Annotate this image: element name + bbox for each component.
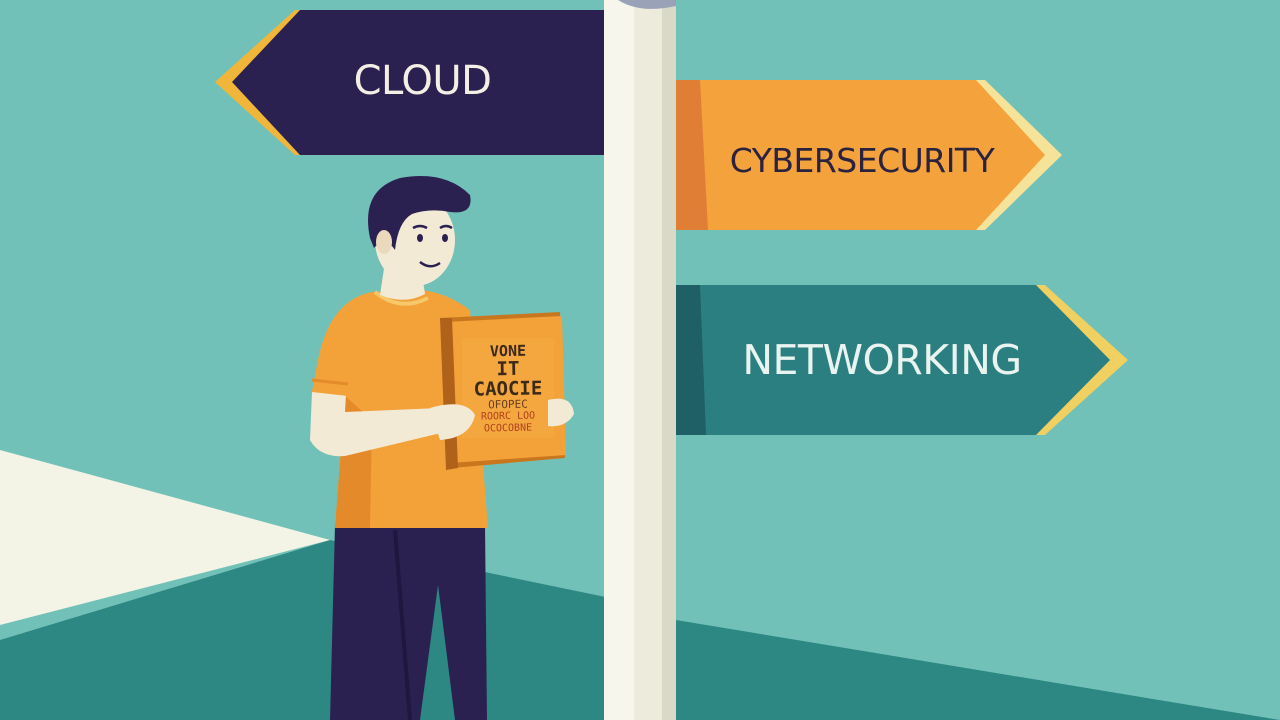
sign-cybersecurity bbox=[676, 80, 1062, 230]
sign-cloud bbox=[215, 10, 604, 155]
sign-networking bbox=[676, 285, 1128, 435]
book bbox=[440, 312, 566, 470]
hands bbox=[430, 398, 574, 440]
light-floor-patch bbox=[0, 450, 330, 625]
book-text-line: OCOCOBNE bbox=[483, 422, 533, 435]
sign-label-cybersecurity: CYBERSECURITY bbox=[729, 140, 995, 180]
signpost-pole bbox=[604, 0, 676, 720]
sign-label-networking: NETWORKING bbox=[742, 336, 1022, 384]
ground-right bbox=[676, 620, 1280, 720]
book-text-line: OFOPEC bbox=[488, 397, 528, 412]
sign-label-cloud: CLOUD bbox=[353, 58, 492, 104]
book-text-line: ROORC LOO bbox=[480, 410, 536, 423]
